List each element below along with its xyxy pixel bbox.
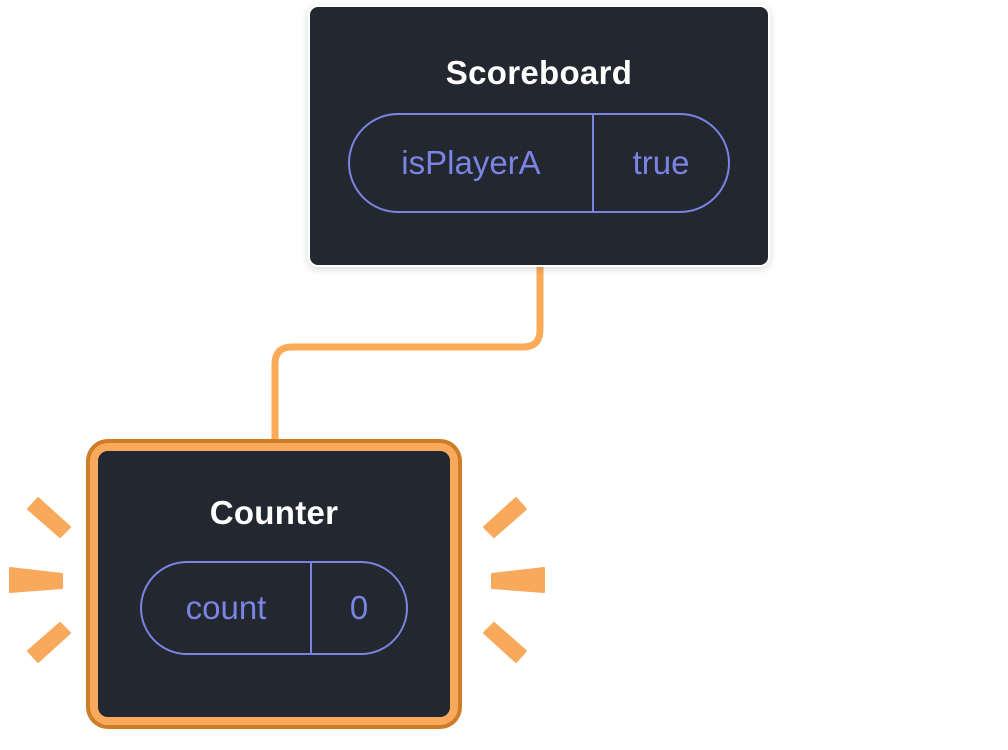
spark-icon — [483, 622, 527, 663]
spark-icon — [27, 497, 71, 538]
counter-title: Counter — [209, 494, 339, 531]
spark-icon — [491, 567, 545, 593]
spark-icon — [27, 622, 71, 663]
spark-icon — [9, 567, 63, 593]
scoreboard-node: Scoreboard isPlayerA true — [308, 5, 770, 267]
counter-node: Counter count 0 — [90, 443, 458, 725]
counter-state-value: 0 — [349, 588, 369, 626]
spark-icon — [483, 497, 527, 538]
scoreboard-title: Scoreboard — [445, 54, 633, 91]
scoreboard-state-pill: isPlayerA true — [348, 112, 730, 213]
scoreboard-state-value: true — [632, 143, 690, 181]
counter-state-pill: count 0 — [140, 560, 408, 655]
counter-state-key: count — [142, 562, 312, 653]
scoreboard-state-key: isPlayerA — [350, 114, 594, 211]
parent-child-connector-line — [271, 263, 544, 451]
